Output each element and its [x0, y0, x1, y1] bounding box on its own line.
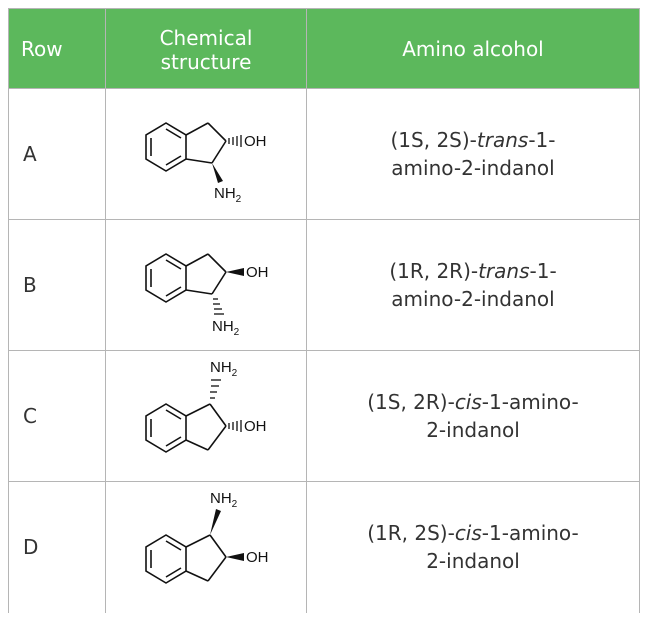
amino-name-cell: (1R, 2R)-trans-1- amino-2-indanol	[306, 219, 640, 351]
table-row: B OH NH2 (1R, 2R)-trans-1-	[8, 219, 640, 351]
name-italic: cis	[454, 390, 482, 414]
svg-text:NH2: NH2	[214, 185, 242, 205]
name-italic: cis	[454, 521, 482, 546]
name-line2: amino-2-indanol	[391, 287, 555, 311]
row-label: C	[8, 350, 106, 482]
oh-label: OH	[244, 133, 267, 150]
svg-text:NH2: NH2	[210, 490, 238, 510]
nh-label: NH	[212, 318, 234, 335]
nh-label: NH	[210, 359, 232, 376]
name-suffix: -1-	[528, 128, 556, 152]
oh-label: OH	[246, 264, 269, 281]
name-line2: amino-2-indanol	[391, 156, 555, 180]
structure-cell: OH NH2	[105, 88, 307, 220]
name-italic: trans	[478, 259, 530, 283]
header-structure-line1: Chemical	[159, 25, 253, 50]
row-label: A	[8, 88, 106, 220]
subscript-2: 2	[234, 327, 240, 338]
name-line2: 2-indanol	[426, 549, 520, 574]
nh-label: NH	[214, 185, 236, 202]
name-suffix: -1-amino-	[481, 390, 579, 414]
row-label: B	[8, 219, 106, 351]
svg-text:NH2: NH2	[212, 318, 240, 338]
header-row: Row	[8, 8, 106, 89]
oh-label: OH	[246, 549, 269, 566]
structure-a-image: OH NH2	[145, 122, 267, 205]
structure-c-image: NH2 OH	[145, 359, 267, 453]
structure-cell: NH2 OH	[105, 481, 307, 613]
table-row: A OH NH2 (1S, 2S)-trans-1-	[8, 88, 640, 220]
subscript-2: 2	[232, 499, 238, 510]
header-chemical-structure: Chemical structure	[105, 8, 307, 89]
oh-label: OH	[244, 418, 267, 435]
svg-text:NH2: NH2	[210, 359, 238, 379]
structure-cell: OH NH2	[105, 219, 307, 351]
structure-cell: NH2 OH	[105, 350, 307, 482]
name-prefix: (1R, 2R)-	[389, 259, 479, 283]
name-prefix: (1R, 2S)-	[367, 521, 455, 546]
name-suffix: -1-amino-	[481, 521, 579, 546]
amino-name-cell: (1R, 2S)-cis-1-amino- 2-indanol	[306, 481, 640, 613]
subscript-2: 2	[236, 194, 242, 205]
name-line2: 2-indanol	[426, 418, 520, 442]
subscript-2: 2	[232, 368, 238, 379]
table-row: D NH2 OH (1R, 2S)-cis-1-amino- 2-indanol	[8, 481, 640, 613]
name-suffix: -1-	[529, 259, 557, 283]
name-prefix: (1S, 2S)-	[390, 128, 477, 152]
nh-label: NH	[210, 490, 232, 507]
table-header-row: Row Chemical structure Amino alcohol	[8, 8, 640, 89]
structure-b-image: OH NH2	[145, 253, 269, 338]
row-label: D	[8, 481, 106, 613]
header-structure-line2: structure	[160, 49, 252, 74]
amino-name-cell: (1S, 2S)-trans-1- amino-2-indanol	[306, 88, 640, 220]
name-italic: trans	[476, 128, 529, 152]
structure-d-image: NH2 OH	[145, 490, 269, 585]
header-amino-alcohol: Amino alcohol	[306, 8, 640, 89]
amino-alcohol-table: Row Chemical structure Amino alcohol A	[8, 8, 640, 613]
name-prefix: (1S, 2R)-	[367, 390, 455, 414]
table-row: C NH2 OH	[8, 350, 640, 482]
amino-name-cell: (1S, 2R)-cis-1-amino- 2-indanol	[306, 350, 640, 482]
